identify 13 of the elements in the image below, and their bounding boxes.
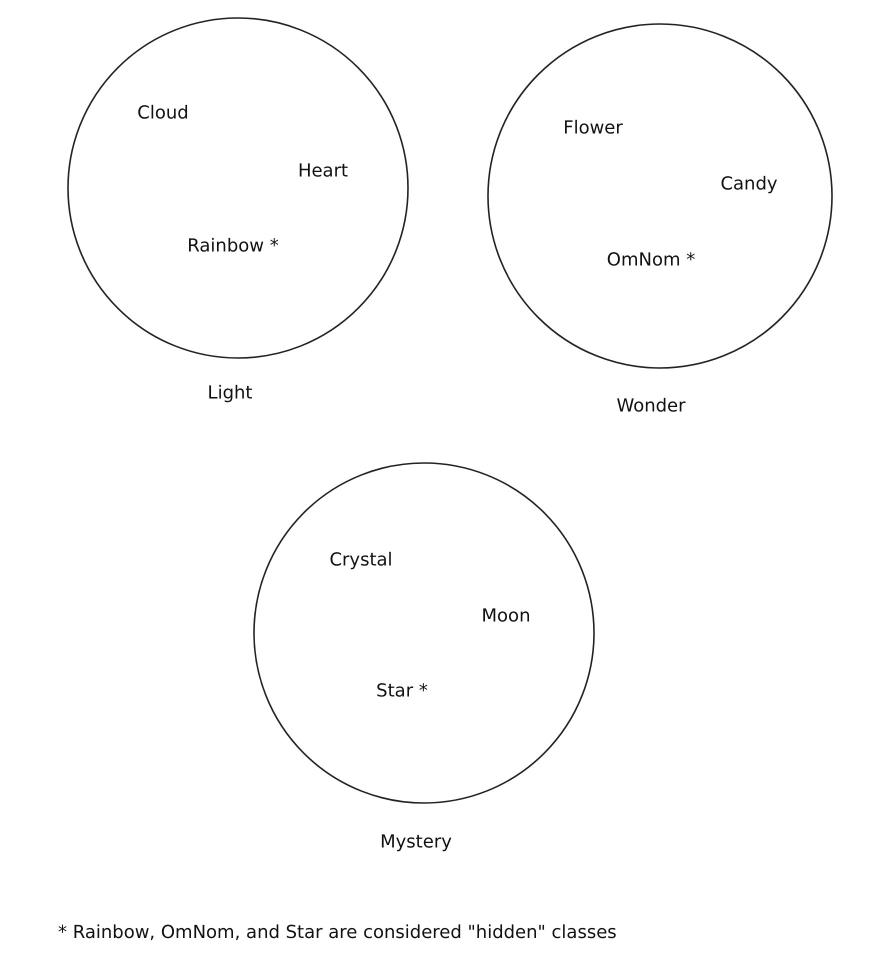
item-label: Flower [563, 118, 623, 138]
footnote: * Rainbow, OmNom, and Star are considered "hidden" classes [58, 922, 617, 943]
item-label: Candy [720, 174, 778, 194]
item-label: Cloud [137, 102, 189, 124]
item-label: Rainbow * [187, 236, 279, 256]
item-label: OmNom * [606, 250, 696, 270]
item-label: Star * [376, 680, 428, 702]
item-label: Moon [482, 606, 530, 626]
group-label: Light [208, 382, 252, 404]
group-label: Wonder [616, 396, 686, 416]
item-label: Crystal [329, 550, 393, 570]
item-label: Heart [298, 160, 348, 182]
group-label: Mystery [380, 832, 452, 852]
